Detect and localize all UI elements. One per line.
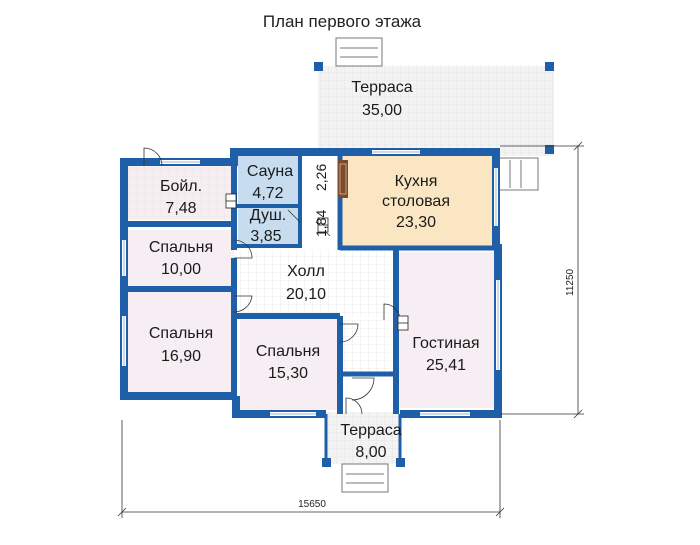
terrace-top-area: 35,00 (362, 102, 402, 119)
boiler-grid (128, 166, 234, 220)
width-dimension-line (117, 420, 505, 518)
window-lines (123, 151, 499, 415)
living-area: 25,41 (426, 357, 466, 374)
bedroom1-area: 10,00 (161, 261, 201, 278)
total-width-dim: 15650 (298, 499, 326, 510)
terrace-top-name: Терраса (351, 79, 412, 96)
hall-lower-grid (340, 320, 390, 372)
kitchen-name: Кухня (395, 173, 438, 190)
shower-fill (238, 206, 298, 244)
shower-side-dim: 1,84 (313, 210, 329, 237)
plan-title: План первого этажа (263, 12, 422, 31)
bedroom2-fill (128, 292, 234, 392)
bedroom3-fill (240, 318, 340, 410)
boiler-name: Бойл. (160, 178, 202, 195)
fireplace-icon (397, 315, 409, 331)
terrace-bottom-steps (341, 463, 389, 493)
terrace-top-grid (318, 66, 554, 156)
stove-icon (338, 160, 348, 198)
height-dimension-line (500, 141, 584, 419)
terrace-top-posts (314, 62, 554, 154)
total-height-dim: 11250 (565, 268, 576, 296)
sauna-fill (238, 156, 298, 206)
terrace-right-steps (497, 157, 539, 191)
bedroom3-area: 15,30 (268, 365, 308, 382)
boiler-area: 7,48 (165, 200, 196, 217)
bedroom3-name: Спальня (256, 343, 320, 360)
hall-grid (240, 250, 390, 318)
bedroom2-area: 16,90 (161, 348, 201, 365)
kitchen-name-2: столовая (382, 193, 450, 210)
terrace-bottom-posts (322, 458, 405, 467)
terrace-bottom-grid (326, 412, 400, 464)
bedroom1-fill (128, 230, 234, 286)
boiler-icon (225, 193, 237, 209)
terrace-bottom-area: 8,00 (355, 444, 386, 461)
terrace-bottom-name: Терраса (340, 422, 401, 439)
terrace-top-steps (335, 37, 383, 67)
kitchen-fill (342, 156, 492, 246)
bedroom2-name: Спальня (149, 325, 213, 342)
shower-name: Душ. (250, 207, 286, 224)
living-name: Гостиная (412, 335, 479, 352)
hall-area: 20,10 (286, 286, 326, 303)
shower-area: 3,85 (250, 228, 281, 245)
shower-drain-icon (317, 217, 329, 233)
door-swings (143, 147, 401, 415)
hall-name: Холл (287, 263, 325, 280)
sauna-area: 4,72 (252, 185, 283, 202)
sauna-side-dim: 2,26 (313, 164, 329, 191)
bedroom1-name: Спальня (149, 239, 213, 256)
kitchen-area: 23,30 (396, 214, 436, 231)
sauna-name: Сауна (247, 163, 293, 180)
living-fill (398, 252, 494, 408)
